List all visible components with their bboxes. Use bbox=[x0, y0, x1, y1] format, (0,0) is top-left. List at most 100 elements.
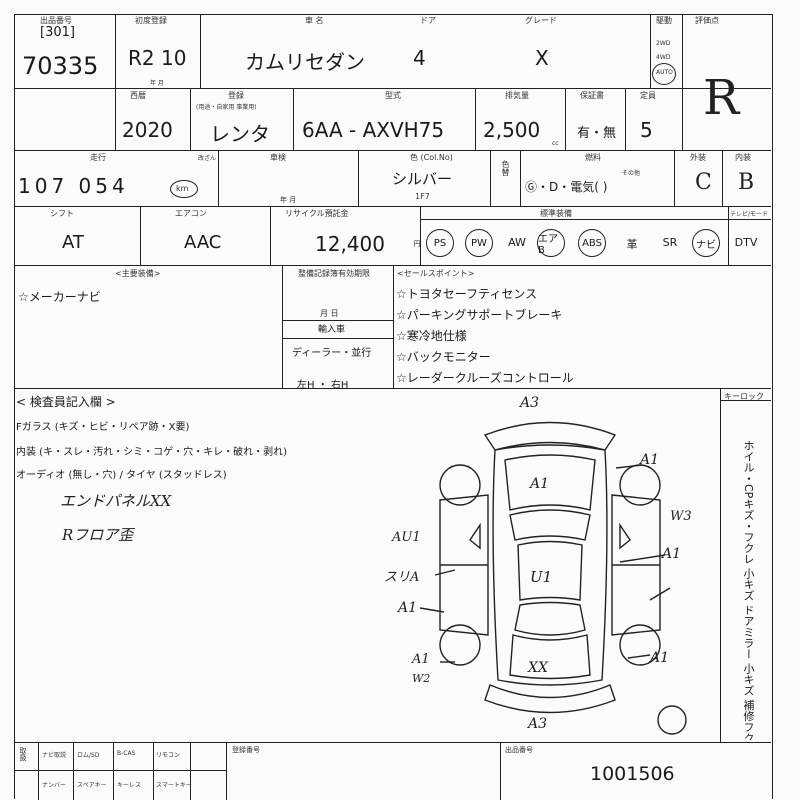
auction-label: 出品番号 bbox=[505, 746, 533, 754]
mileage-value: 107 054 bbox=[18, 174, 129, 198]
rule bbox=[153, 742, 155, 800]
damage-mark: A3 bbox=[528, 716, 548, 732]
auto-circle bbox=[652, 63, 676, 85]
damage-mark: U1 bbox=[530, 568, 553, 586]
rule bbox=[282, 320, 393, 322]
rule bbox=[650, 14, 652, 88]
rule bbox=[270, 206, 272, 265]
rule bbox=[282, 338, 393, 340]
import-label: 輸入車 bbox=[318, 325, 346, 335]
footer-item: ナンバー bbox=[42, 782, 67, 789]
rule bbox=[720, 388, 722, 742]
color-value: シルバー bbox=[392, 170, 453, 188]
capacity-value: 5 bbox=[640, 118, 653, 142]
score-value: R bbox=[703, 70, 740, 126]
inspection-value: 有・無 bbox=[577, 126, 617, 141]
rule bbox=[190, 742, 192, 800]
sales-point: ☆バックモニター bbox=[396, 350, 491, 364]
cc-value: 2,500 bbox=[483, 118, 541, 142]
rule bbox=[73, 742, 75, 800]
grade-label: グレード bbox=[525, 16, 557, 25]
fuel-other: その他 bbox=[622, 170, 641, 177]
rule bbox=[14, 770, 226, 772]
rule bbox=[293, 88, 295, 150]
year-value: 2020 bbox=[122, 118, 173, 142]
drive-label: 駆動 bbox=[656, 16, 672, 25]
equipment-item: 革 bbox=[626, 238, 638, 251]
drive-2wd: 2WD bbox=[656, 40, 671, 47]
first-reg-value: R2 10 bbox=[128, 46, 187, 70]
damage-mark: スリA bbox=[384, 570, 420, 585]
mileage-unit: km bbox=[176, 184, 189, 193]
options-label: <主要装備> bbox=[115, 269, 161, 278]
handwritten-note: Rフロア歪 bbox=[62, 526, 134, 544]
rule bbox=[720, 400, 771, 402]
rule bbox=[38, 742, 40, 800]
damage-mark: A1 bbox=[662, 546, 682, 562]
register-label: 登録番号 bbox=[232, 746, 260, 754]
equipment-item: PS bbox=[426, 229, 454, 257]
handwritten-note: エンドパネルXX bbox=[60, 492, 172, 510]
footer-label: 取扱 bbox=[19, 747, 27, 761]
recycle-unit: 円 bbox=[413, 240, 421, 247]
rule bbox=[490, 150, 492, 206]
dealer-value: ディーラー・並行 bbox=[292, 348, 372, 359]
steering-value: 左H ・ 右H bbox=[297, 380, 349, 391]
equipment-item: ABS bbox=[578, 229, 606, 257]
model-label: 車 名 bbox=[305, 16, 324, 25]
equipment-item: DTV bbox=[734, 236, 758, 249]
exhibit-label: 出品番号 bbox=[40, 16, 72, 25]
inspector-title: < 検査員記入欄 > bbox=[16, 395, 116, 409]
shaken-label: 車検 bbox=[270, 153, 286, 162]
footer-item: B-CAS bbox=[117, 750, 136, 757]
sales-point: ☆レーダークルーズコントロール bbox=[396, 371, 574, 385]
ac-label: エアコン bbox=[175, 209, 207, 218]
lot-number: 70335 bbox=[22, 52, 99, 80]
rule bbox=[420, 219, 771, 221]
rule bbox=[625, 88, 627, 150]
plate-label: 登録 bbox=[228, 91, 244, 100]
rule bbox=[200, 14, 202, 88]
rule bbox=[420, 206, 422, 265]
recycle-value: 12,400 bbox=[315, 232, 385, 256]
equipment-item: AW bbox=[508, 236, 526, 249]
color-change: 色替 bbox=[501, 160, 510, 176]
fuel-label: 燃料 bbox=[585, 153, 601, 162]
interior-value: B bbox=[738, 170, 755, 195]
plate-note: (用途・自家用 事業用) bbox=[196, 104, 257, 111]
exterior-label: 外装 bbox=[690, 153, 706, 162]
footer-item: キーレス bbox=[117, 782, 142, 789]
equipment-item: ナビ bbox=[692, 229, 720, 257]
sales-point: ☆寒冷地仕様 bbox=[396, 329, 467, 343]
footer-item: ロム/SD bbox=[77, 752, 100, 759]
year-label: 西暦 bbox=[130, 91, 146, 100]
exterior-value: C bbox=[695, 170, 712, 195]
equipment-item: SR bbox=[662, 236, 678, 249]
inspector-line2: 内装 (キ・スレ・汚れ・シミ・コゲ・穴・キレ・破れ・剥れ) bbox=[16, 447, 287, 458]
sheet-border bbox=[14, 14, 773, 799]
rule bbox=[393, 265, 395, 388]
inspection-label: 保証書 bbox=[580, 91, 604, 100]
footer-item: スペアキー bbox=[77, 782, 107, 789]
score-label: 評価点 bbox=[695, 16, 719, 25]
mileage-note: 改ざん bbox=[198, 155, 217, 162]
rule bbox=[140, 206, 142, 265]
vertical-note: ホイル・CPキズ・フクレ 小キズ ドアミラー 小キズ 補修フクレ bbox=[742, 440, 755, 740]
rule bbox=[722, 150, 724, 206]
mileage-label: 走行 bbox=[90, 153, 106, 162]
rule bbox=[282, 265, 284, 388]
sales-label: <セールスポイント> bbox=[397, 269, 475, 278]
rule bbox=[14, 742, 771, 744]
rule bbox=[14, 88, 771, 90]
damage-mark: XX bbox=[528, 660, 548, 676]
doors-value: 4 bbox=[413, 46, 426, 70]
equipment-item: PW bbox=[465, 229, 493, 257]
rule bbox=[475, 88, 477, 150]
km-circle bbox=[170, 180, 198, 198]
rule bbox=[14, 388, 771, 390]
venue-code: [301] bbox=[40, 25, 75, 40]
rule bbox=[682, 14, 684, 150]
grade-value: X bbox=[535, 46, 549, 70]
rule bbox=[520, 150, 522, 206]
rule bbox=[14, 150, 771, 152]
